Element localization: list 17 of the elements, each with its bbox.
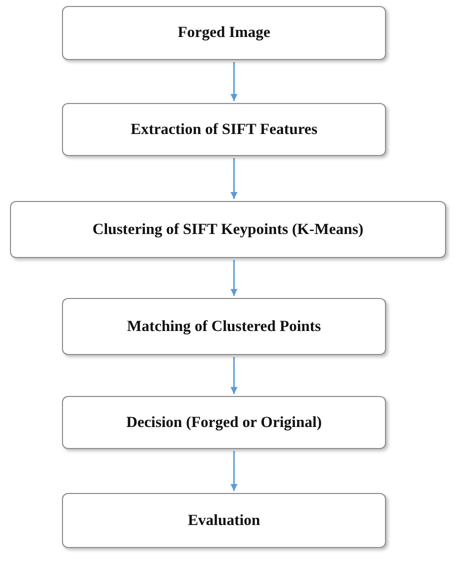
- process-box: [62, 103, 386, 156]
- arrow: [230, 260, 238, 296]
- process-box: [62, 298, 386, 355]
- arrow: [230, 158, 238, 199]
- process-box: [62, 396, 386, 449]
- step-label: Decision (Forged or Original): [126, 414, 322, 432]
- arrow: [230, 62, 238, 101]
- arrow: [230, 357, 238, 394]
- step-label: Evaluation: [188, 512, 260, 530]
- process-box: [10, 201, 446, 258]
- arrow: [230, 451, 238, 491]
- step-label: Extraction of SIFT Features: [130, 120, 318, 138]
- step-label: Forged Image: [178, 24, 270, 42]
- step-label: Clustering of SIFT Keypoints (K-Means): [92, 220, 364, 238]
- process-box: [62, 6, 386, 60]
- step-label: Matching of Clustered Points: [127, 318, 321, 336]
- process-box: [62, 493, 386, 548]
